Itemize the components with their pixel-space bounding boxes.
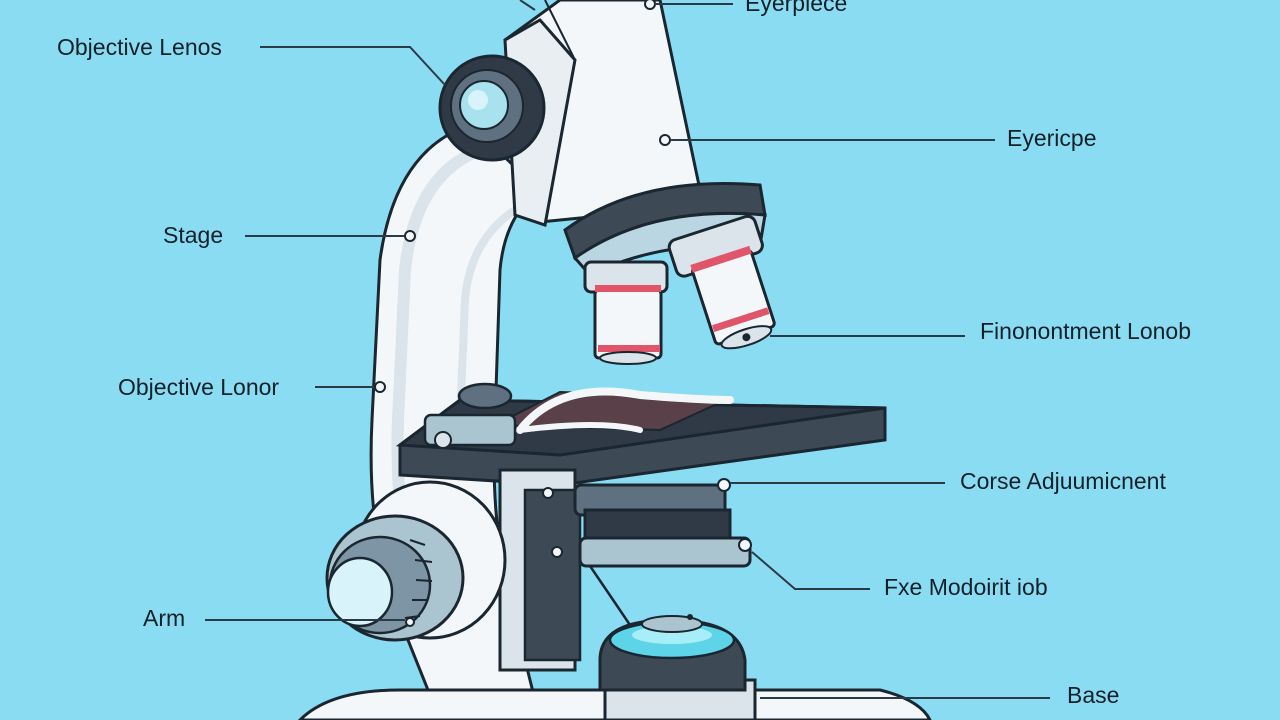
fine-screw-dot xyxy=(738,538,752,552)
objective-lens-left xyxy=(583,260,669,365)
condenser-screw-dot xyxy=(542,487,554,499)
condenser-assembly xyxy=(498,468,752,672)
label-coarse-adjustment: Corse Adjuumicnent xyxy=(960,468,1166,494)
leader-fine-knob xyxy=(751,551,870,590)
label-stage: Stage xyxy=(163,222,224,248)
label-eyepiece-right: Eyericpe xyxy=(1007,125,1097,151)
condenser-screw-dot xyxy=(551,546,563,558)
label-base: Base xyxy=(1067,682,1120,708)
side-eyepiece-knob xyxy=(438,54,546,162)
label-objective-lens-top: Objective Lenos xyxy=(57,34,222,60)
label-fine-knob: Fxe Modoirit iob xyxy=(884,574,1048,600)
head-screw-dot xyxy=(659,134,671,146)
arm-screw-dot xyxy=(404,230,416,242)
arm-screw-dot xyxy=(374,381,386,393)
label-arm: Arm xyxy=(143,605,186,631)
leader-lines xyxy=(205,0,1050,699)
coarse-screw-dot xyxy=(717,478,731,492)
leader-top-left-tick xyxy=(519,0,536,11)
objective-lens-right xyxy=(667,214,776,350)
label-eyepiece-top: Eyerpiece xyxy=(745,0,848,16)
eyepiece-dot xyxy=(644,0,656,10)
focus-knob xyxy=(325,480,507,642)
label-fine-adjustment: Finonontment Lonob xyxy=(980,318,1191,344)
stage-platform xyxy=(395,382,887,487)
leader-objective-lens-top xyxy=(260,46,446,86)
label-objective-lens-mid: Objective Lonor xyxy=(118,374,280,400)
